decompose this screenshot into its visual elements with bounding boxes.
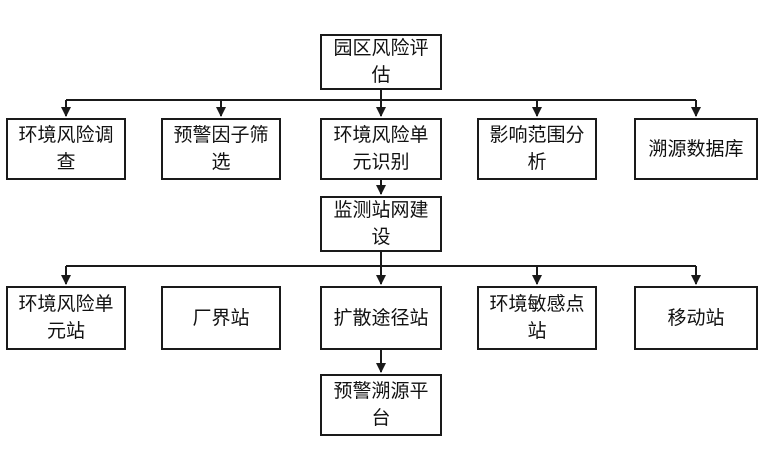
- node-label: 影响范围分析: [489, 124, 585, 173]
- node-label: 环境敏感点站: [489, 293, 585, 342]
- node-label: 环境风险单元站: [18, 293, 114, 342]
- node-traceability-database: 溯源数据库: [634, 118, 758, 180]
- node-warning-traceability-platform: 预警溯源平台: [320, 374, 442, 436]
- node-label: 环境风险单元识别: [333, 124, 429, 173]
- node-boundary-station: 厂界站: [161, 286, 281, 350]
- node-label: 扩散途径站: [333, 306, 429, 329]
- node-label: 监测站网建设: [333, 199, 429, 248]
- node-sensitive-point-station: 环境敏感点站: [477, 286, 597, 350]
- node-warning-factor-screening: 预警因子筛选: [161, 118, 281, 180]
- node-label: 预警因子筛选: [173, 124, 269, 173]
- node-environmental-risk-survey: 环境风险调查: [6, 118, 126, 180]
- node-label: 厂界站: [192, 306, 250, 329]
- node-impact-range-analysis: 影响范围分析: [477, 118, 597, 180]
- node-label: 环境风险调查: [18, 124, 114, 173]
- node-label: 园区风险评估: [333, 37, 429, 86]
- node-label: 溯源数据库: [648, 137, 744, 160]
- node-mobile-station: 移动站: [634, 286, 758, 350]
- node-risk-unit-identification: 环境风险单元识别: [320, 118, 442, 180]
- node-monitoring-network: 监测站网建设: [320, 196, 442, 252]
- node-label: 移动站: [667, 306, 725, 329]
- node-diffusion-path-station: 扩散途径站: [320, 286, 442, 350]
- node-park-risk-assessment: 园区风险评估: [320, 34, 442, 90]
- node-risk-unit-station: 环境风险单元站: [6, 286, 126, 350]
- node-label: 预警溯源平台: [333, 380, 429, 429]
